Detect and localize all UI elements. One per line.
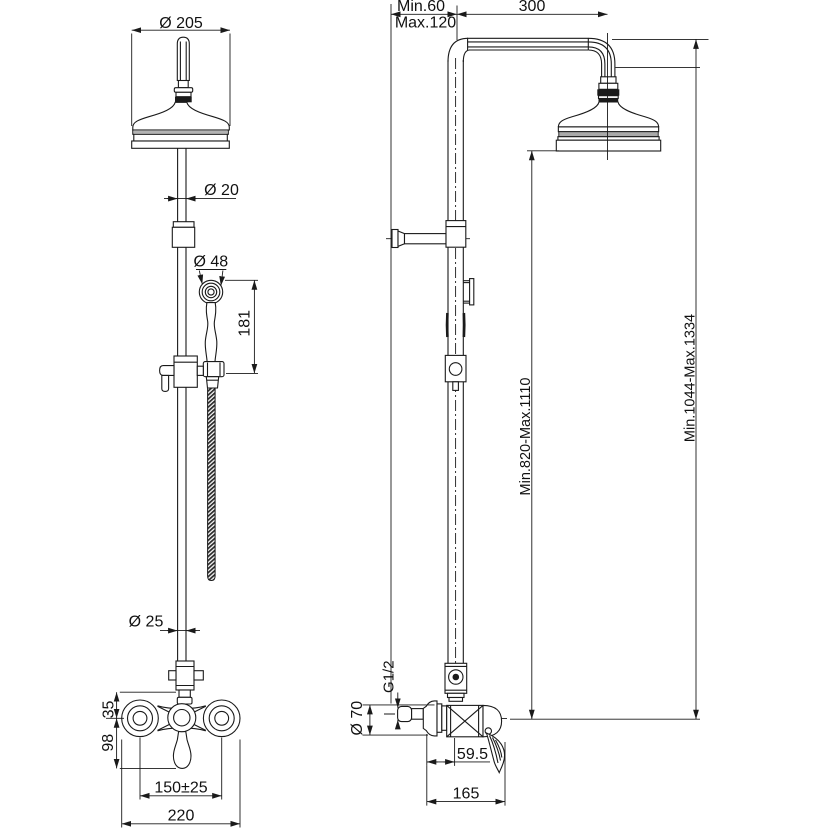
front-supply-block	[168, 660, 204, 705]
side-mixer	[384, 700, 507, 775]
front-view: Ø 205 Ø 20 Ø 48 181 Ø 25 35	[100, 15, 258, 828]
dim-label-wall-offset-min: Min.60	[397, 0, 445, 15]
front-dimensions: Ø 205 Ø 20 Ø 48 181 Ø 25 35	[100, 15, 258, 828]
slider-lever	[159, 365, 175, 376]
shower-hose	[207, 387, 216, 582]
dim-label-body-height: 98	[100, 734, 117, 752]
front-shower-head	[131, 36, 230, 149]
dim-label-total-width: 220	[168, 808, 195, 825]
dim-label-wall-to-center: 59.5	[457, 746, 488, 763]
dim-label-head-diameter: Ø 205	[159, 15, 203, 32]
front-mixer	[121, 699, 241, 769]
handshower-handle	[204, 302, 218, 363]
dim-label-depth: 165	[453, 786, 480, 803]
side-wall-bracket	[386, 220, 470, 249]
front-hand-shower	[198, 279, 225, 582]
dim-label-lower-pipe-diameter: Ø 25	[129, 614, 164, 631]
side-dimensions: Min.60 Max.120 300 Min.1044-Max.1334 Min…	[349, 0, 709, 806]
dim-label-handshower-diameter: Ø 48	[193, 254, 228, 271]
dim-label-body-offset: 35	[100, 701, 117, 719]
side-shower-head	[555, 33, 662, 160]
side-shower-arm	[467, 37, 616, 77]
dim-label-arm-reach: 300	[519, 0, 546, 15]
dim-label-flange-diameter: Ø 70	[349, 701, 366, 736]
dim-label-inlet-spacing: 150±25	[154, 780, 207, 797]
dim-label-handshower-length: 181	[236, 310, 253, 337]
dim-label-total-height-range: Min.1044-Max.1334	[683, 314, 699, 442]
side-telescope-sleeve	[445, 312, 466, 338]
dim-label-wall-offset-max: Max.120	[395, 15, 456, 32]
handshower-holder	[202, 361, 225, 378]
front-riser-pipe	[171, 148, 196, 661]
wall-flange-side	[422, 700, 438, 737]
side-slider-clamp	[444, 354, 467, 391]
side-view: Min.60 Max.120 300 Min.1044-Max.1334 Min…	[349, 0, 709, 806]
side-diverter	[444, 662, 468, 702]
dim-label-thread-size: G1/2	[380, 660, 397, 693]
dim-label-pipe-diameter: Ø 20	[204, 182, 239, 199]
mixer-lever-front	[172, 731, 192, 769]
dim-label-head-height-range: Min.820-Max.1110	[518, 378, 534, 496]
side-holder-bracket	[463, 278, 475, 306]
front-slider-block	[159, 355, 204, 392]
